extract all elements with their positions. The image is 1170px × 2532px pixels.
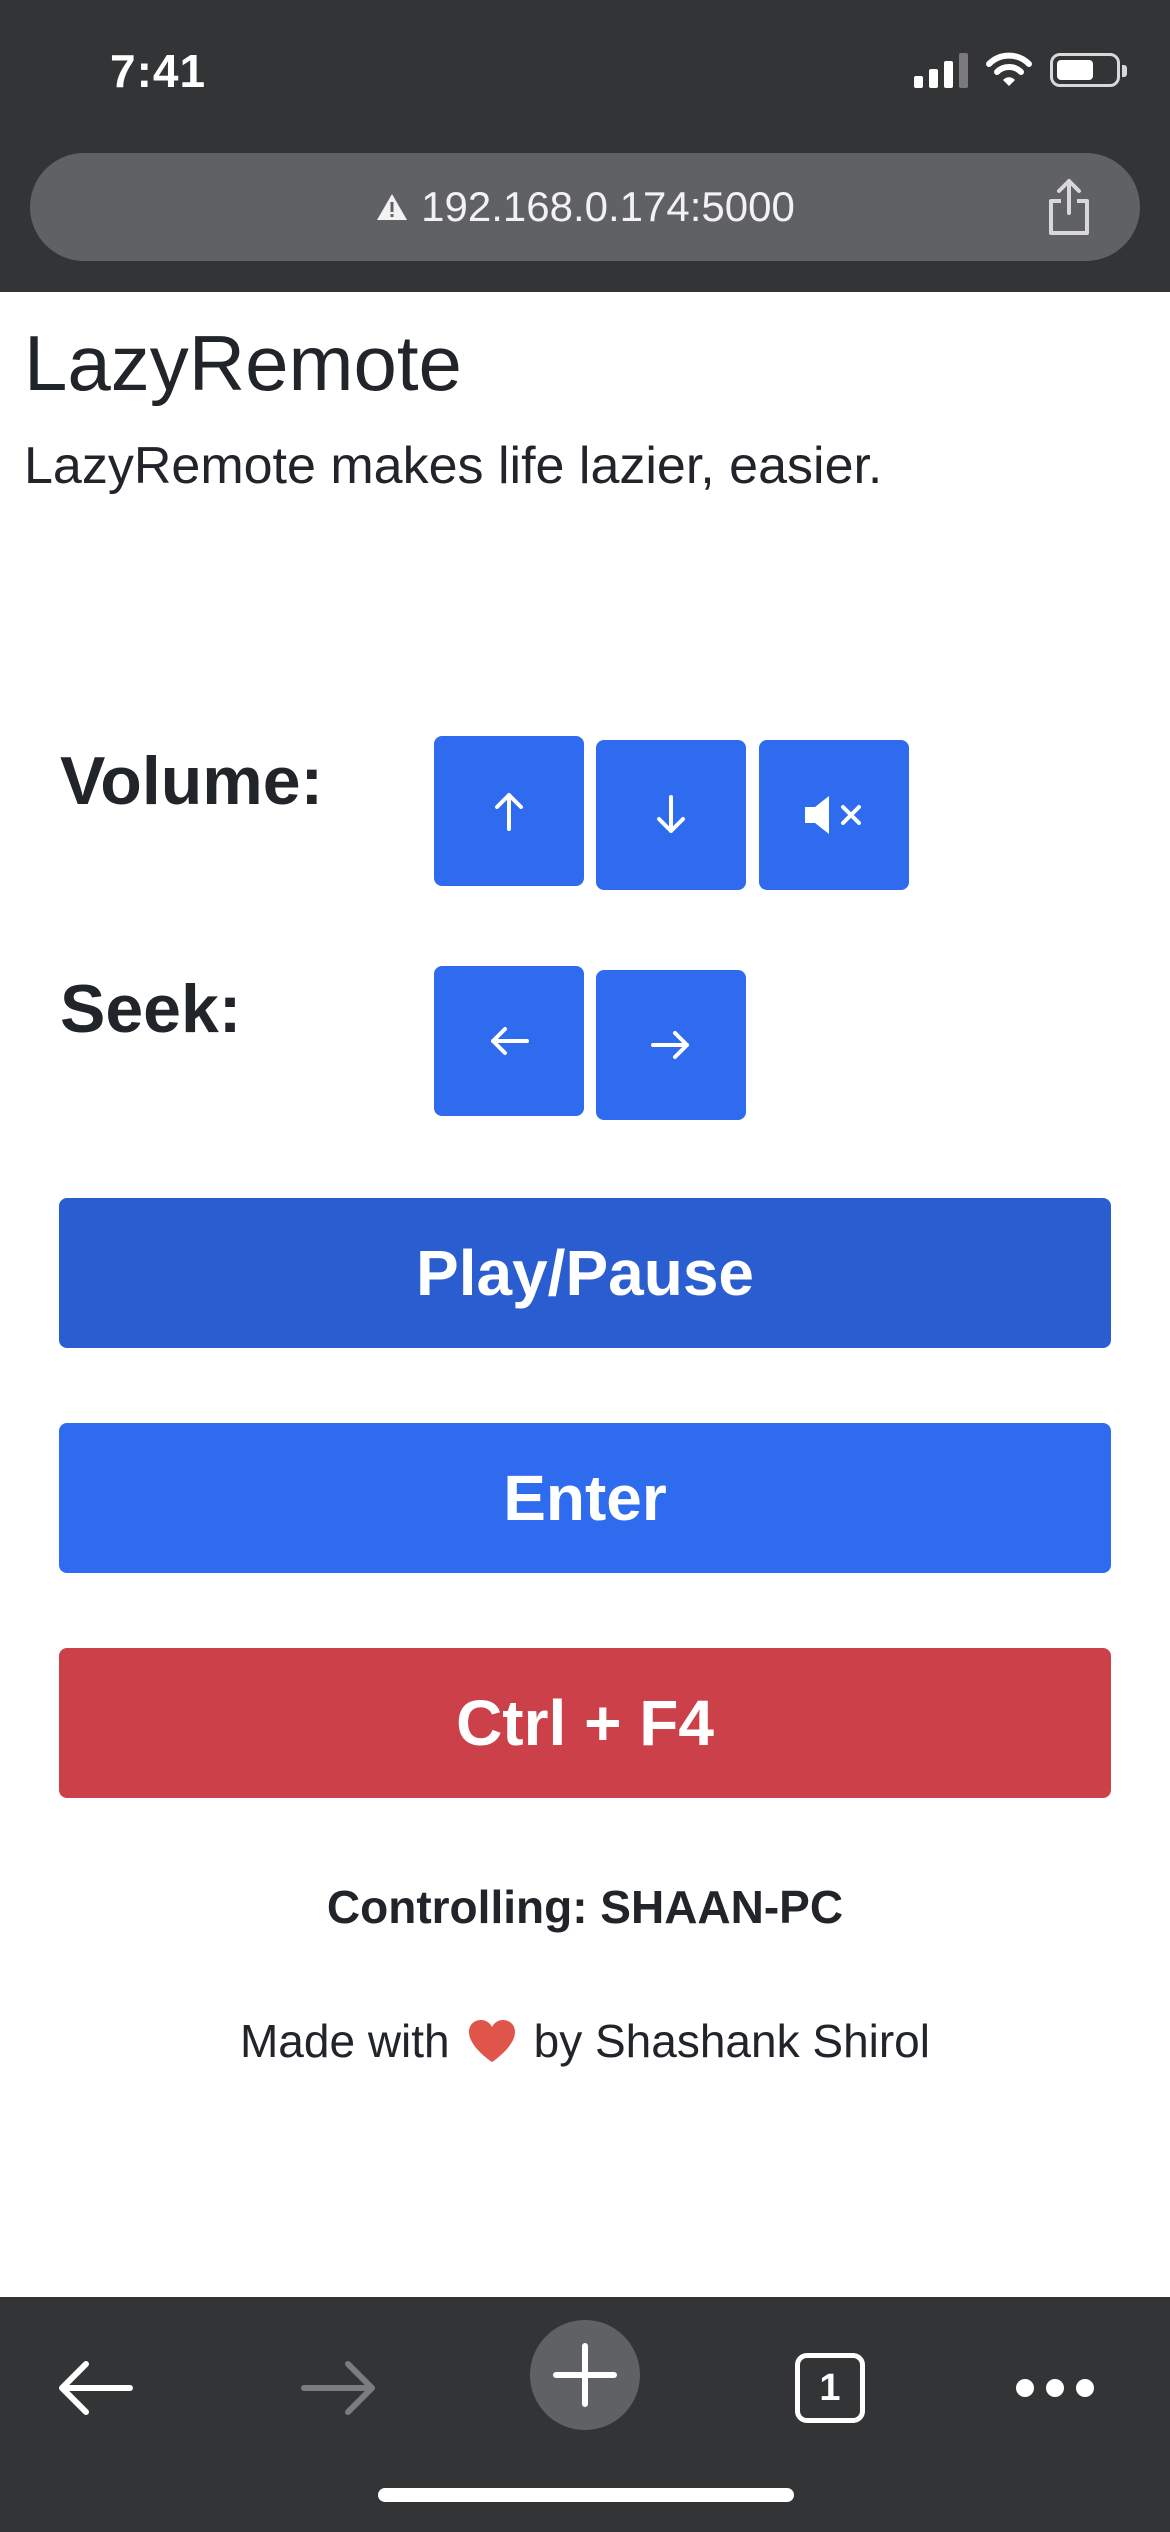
volume-mute-button[interactable] bbox=[759, 740, 909, 890]
more-dots-icon bbox=[1016, 2379, 1094, 2397]
volume-mute-icon bbox=[805, 796, 861, 834]
tab-count: 1 bbox=[819, 2366, 841, 2409]
arrow-down-icon bbox=[657, 795, 685, 833]
cellular-signal-icon bbox=[914, 52, 968, 88]
controlling-status: Controlling: SHAAN-PC bbox=[326, 1881, 844, 1933]
volume-down-button[interactable] bbox=[596, 740, 746, 890]
home-indicator[interactable] bbox=[378, 2488, 794, 2502]
tab-count-icon: 1 bbox=[795, 2353, 865, 2423]
made-with-prefix: Made with bbox=[239, 2015, 450, 2067]
ctrl-f4-button[interactable]: Ctrl + F4 bbox=[59, 1648, 1111, 1798]
arrow-up-icon bbox=[495, 793, 523, 831]
share-icon[interactable] bbox=[1044, 177, 1094, 237]
heart-icon bbox=[468, 2020, 515, 2062]
seek-forward-button[interactable] bbox=[596, 970, 746, 1120]
url-text: 192.168.0.174:5000 bbox=[421, 183, 795, 230]
page-subtitle: LazyRemote makes life lazier, easier. bbox=[24, 437, 883, 495]
wifi-icon bbox=[986, 52, 1032, 86]
menu-button[interactable] bbox=[1000, 2333, 1110, 2443]
seek-label: Seek: bbox=[60, 971, 242, 1047]
arrow-left-icon bbox=[491, 1027, 529, 1055]
battery-icon bbox=[1050, 53, 1127, 87]
forward-button[interactable] bbox=[284, 2333, 394, 2443]
made-with-credit: Made with by Shashank Shirol bbox=[0, 2014, 1170, 2068]
play-pause-button[interactable]: Play/Pause bbox=[59, 1198, 1111, 1348]
tabs-button[interactable]: 1 bbox=[775, 2333, 885, 2443]
status-time: 7:41 bbox=[110, 45, 207, 97]
arrow-right-icon bbox=[651, 1031, 689, 1059]
volume-label: Volume: bbox=[60, 743, 324, 819]
arrow-left-icon bbox=[59, 2361, 133, 2415]
browser-top-bar: 7:41 192.168.0.174:5000 bbox=[0, 0, 1170, 292]
back-button[interactable] bbox=[40, 2333, 150, 2443]
arrow-right-icon bbox=[301, 2361, 375, 2415]
seek-back-button[interactable] bbox=[434, 966, 584, 1116]
warning-triangle-icon bbox=[377, 194, 408, 220]
new-tab-button[interactable] bbox=[530, 2320, 640, 2430]
plus-icon bbox=[553, 2343, 617, 2407]
volume-up-button[interactable] bbox=[434, 736, 584, 886]
made-with-suffix: by Shashank Shirol bbox=[533, 2015, 930, 2067]
page-title: LazyRemote bbox=[24, 319, 462, 407]
url-bar[interactable]: 192.168.0.174:5000 bbox=[30, 153, 1140, 261]
status-icons bbox=[914, 52, 1127, 88]
enter-button[interactable]: Enter bbox=[59, 1423, 1111, 1573]
